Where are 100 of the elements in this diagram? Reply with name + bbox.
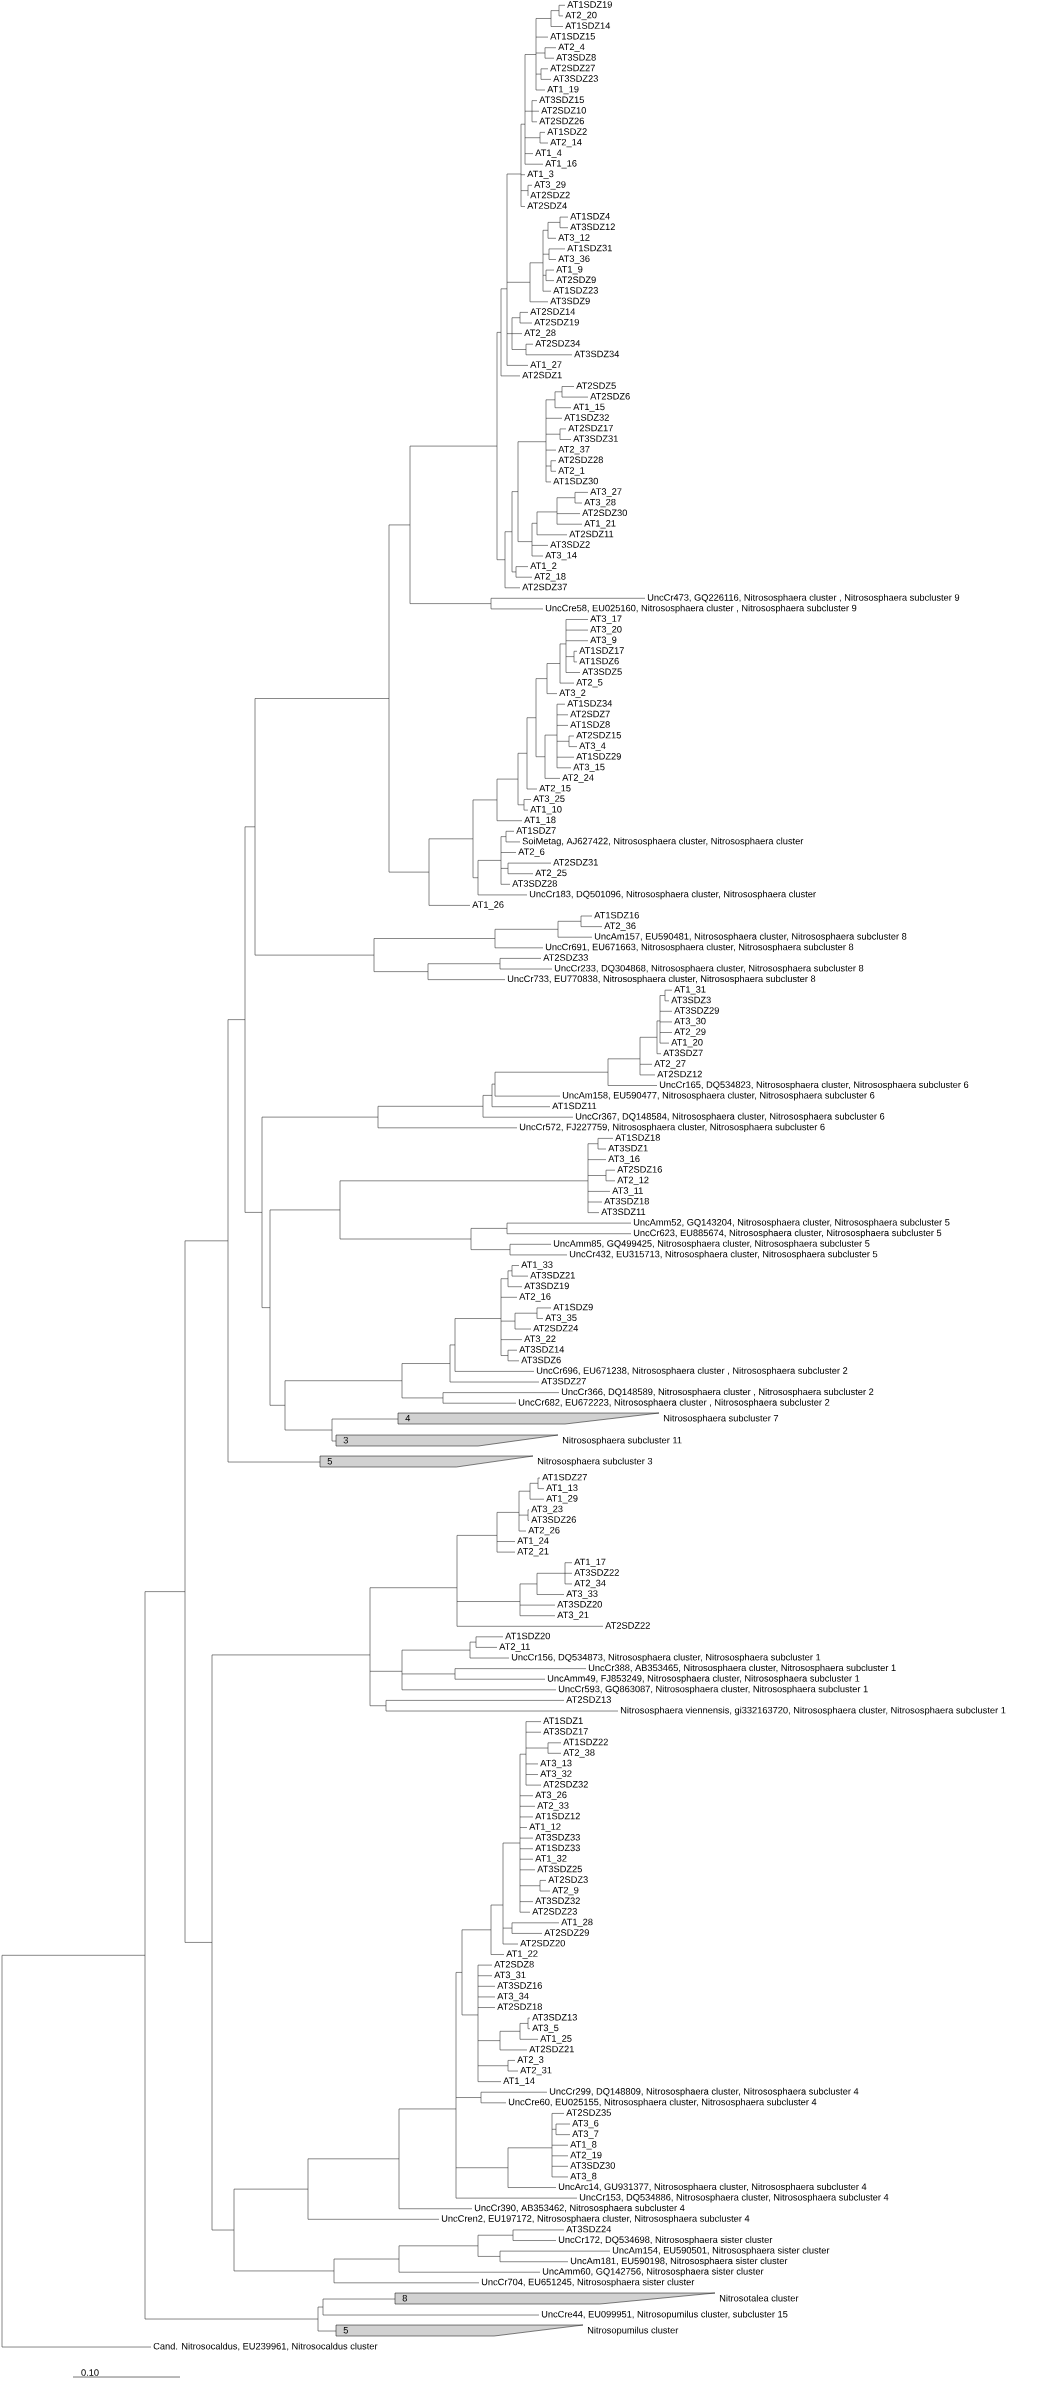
taxon-label: UncCre44, EU099951, Nitrosopumilus cluster, subcluster 15 xyxy=(541,2310,788,2320)
taxon-label: AT2SDZ9 xyxy=(556,276,596,284)
taxon-label: AT2_37 xyxy=(558,446,590,455)
taxon-label: AT1SDZ2 xyxy=(547,128,587,135)
taxon-label: UncCr366, DQ148589, Nitrososphaera cluster , Nitrososphaera subcluster 2 xyxy=(561,1388,874,1397)
taxon-label: AT2SDZ21 xyxy=(529,2045,574,2053)
taxon-label: UncCr473, GQ226116, Nitrososphaera cluster , Nitrososphaera subcluster 9 xyxy=(647,593,960,603)
taxon-label: AT2SDZ19 xyxy=(534,318,579,326)
taxon-label: AT2SDZ24 xyxy=(533,1324,579,1332)
taxon-label: UncAmm49, FJ853249, Nitrososphaera cluster, Nitrososphaera subcluster 1 xyxy=(547,1674,860,1684)
taxon-label: AT2SDZ11 xyxy=(569,530,614,538)
taxon-label: UncCr733, EU770838, Nitrososphaera cluster, Nitrososphaera subcluster 8 xyxy=(507,975,816,984)
taxon-label: AT2SDZ15 xyxy=(576,731,621,739)
taxon-label: AT1_16 xyxy=(545,160,577,169)
taxon-label: UncCr183, DQ501096, Nitrososphaera cluster, Nitrososphaera cluster xyxy=(529,890,816,900)
taxon-label: AT3SDZ33 xyxy=(535,1834,580,1841)
taxon-label: AT3SDZ11 xyxy=(601,1208,646,1216)
taxon-label: AT1_14 xyxy=(503,2077,535,2086)
taxon-label: UncCr593, GQ863087, Nitrososphaera cluster, Nitrososphaera subcluster 1 xyxy=(558,1685,868,1695)
taxon-label: AT3SDZ2 xyxy=(550,541,590,548)
taxon-label: AT2SDZ10 xyxy=(541,107,586,114)
taxon-label: AT1SDZ12 xyxy=(535,1812,580,1820)
taxon-label: AT1SDZ16 xyxy=(594,911,639,919)
taxon-label: AT2SDZ5 xyxy=(576,382,616,389)
taxon-label: AT1SDZ22 xyxy=(563,1738,608,1746)
taxon-label: UncCr153, DQ534886, Nitrososphaera cluster, Nitrososphaera subcluster 4 xyxy=(579,2193,889,2203)
taxon-label: UncCr704, EU651245, Nitrososphaera sister cluster xyxy=(481,2278,695,2288)
taxon-label: Nitrosopumilus cluster xyxy=(587,2326,679,2336)
taxon-label: AT2_12 xyxy=(617,1176,649,1185)
taxon-label: AT3_21 xyxy=(557,1611,589,1620)
taxon-label: AT1SDZ1 xyxy=(543,1717,583,1725)
taxon-label: AT3_14 xyxy=(545,551,577,561)
taxon-label: AT3SDZ8 xyxy=(556,54,596,61)
taxon-label: AT3_13 xyxy=(540,1759,572,1769)
taxon-label: AT2SDZ22 xyxy=(605,1622,650,1629)
taxon-label: AT3SDZ30 xyxy=(570,2162,615,2169)
taxon-label: AT2_14 xyxy=(550,138,582,148)
taxon-label: AT3SDZ9 xyxy=(550,297,590,305)
taxon-label: AT1_31 xyxy=(674,986,706,995)
taxon-label: AT3_9 xyxy=(590,636,617,645)
taxon-label: AT1_3 xyxy=(527,170,554,179)
taxon-label: AT3SDZ7 xyxy=(663,1049,703,1057)
taxon-label: UncCr572, FJ227759, Nitrososphaera cluster, Nitrososphaera subcluster 6 xyxy=(519,1123,825,1133)
taxon-label: Nitrososphaera subcluster 7 xyxy=(663,1414,779,1424)
collapsed-clade: 5 xyxy=(335,2324,584,2337)
taxon-label: AT2_15 xyxy=(539,784,571,794)
taxon-label: AT2SDZ30 xyxy=(582,509,627,517)
collapsed-clade: 4 xyxy=(397,1412,660,1425)
taxon-label: AT1_26 xyxy=(472,901,504,910)
taxon-label: AT1SDZ31 xyxy=(567,244,612,252)
taxon-label: AT3_26 xyxy=(535,1791,567,1800)
taxon-label: UncCr388, AB353465, Nitrososphaera cluster, Nitrososphaera subcluster 1 xyxy=(588,1664,896,1673)
taxon-label: AT2SDZ8 xyxy=(494,1961,534,1968)
taxon-label: AT2SDZ13 xyxy=(566,1696,611,1703)
taxon-label: AT3SDZ20 xyxy=(557,1601,602,1608)
taxon-label: AT2SDZ29 xyxy=(544,1929,589,1936)
taxon-label: AT2SDZ20 xyxy=(520,1939,565,1947)
taxon-label: SoiMetag, AJ627422, Nitrososphaera cluster, Nitrososphaera cluster xyxy=(522,837,804,847)
taxon-label: AT2SDZ12 xyxy=(657,1070,702,1078)
taxon-label: AT1SDZ19 xyxy=(567,1,612,8)
taxon-label: UncCre58, EU025160, Nitrososphaera cluster , Nitrososphaera subcluster 9 xyxy=(545,604,857,614)
taxon-label: AT3_17 xyxy=(590,615,622,624)
taxon-label: AT2_20 xyxy=(565,11,597,21)
taxon-label: AT3SDZ31 xyxy=(573,435,618,442)
taxon-label: AT2_5 xyxy=(576,679,603,688)
taxon-label: AT3_35 xyxy=(545,1314,577,1323)
taxon-label: AT1SDZ4 xyxy=(570,213,610,220)
taxon-label: AT2_26 xyxy=(528,1526,560,1536)
taxon-label: AT1SDZ32 xyxy=(564,414,609,421)
collapsed-clade: 3 xyxy=(335,1434,559,1447)
taxon-label: UncAm158, EU590477, Nitrososphaera cluster, Nitrososphaera subcluster 6 xyxy=(562,1091,875,1101)
taxon-label: AT2SDZ32 xyxy=(543,1781,588,1788)
taxon-label: AT3SDZ15 xyxy=(539,96,584,104)
taxon-label: AT1_8 xyxy=(570,2141,597,2150)
taxon-label: AT1_10 xyxy=(530,806,562,815)
collapsed-clade: 8 xyxy=(394,2292,716,2305)
taxon-label: AT2SDZ28 xyxy=(558,456,603,464)
taxon-label: AT1SDZ14 xyxy=(565,22,611,29)
taxon-label: AT2SDZ34 xyxy=(535,340,581,347)
taxon-label: AT1SDZ20 xyxy=(505,1632,550,1640)
taxon-label: AT1SDZ29 xyxy=(576,753,621,760)
taxon-label: AT3SDZ19 xyxy=(524,1282,569,1290)
taxon-label: AT3_34 xyxy=(497,1992,529,2002)
taxon-label: AT3SDZ29 xyxy=(674,1007,719,1014)
taxon-label: AT3SDZ3 xyxy=(671,996,711,1004)
taxon-label: AT3_23 xyxy=(531,1505,563,1514)
taxon-label: AT2_33 xyxy=(537,1802,569,1811)
taxon-label: AT3_16 xyxy=(608,1155,640,1164)
taxon-label: AT3SDZ1 xyxy=(608,1144,648,1152)
taxon-label: AT2_34 xyxy=(574,1579,606,1589)
taxon-label: AT3_32 xyxy=(540,1770,572,1779)
taxon-label: AT2_19 xyxy=(570,2151,602,2160)
taxon-label: AT1SDZ7 xyxy=(516,827,556,834)
taxon-label: UncAm157, EU590481, Nitrososphaera cluster, Nitrososphaera subcluster 8 xyxy=(594,932,907,942)
taxon-label: AT1_20 xyxy=(671,1039,703,1048)
taxon-label: AT1SDZ34 xyxy=(567,700,613,707)
taxon-label: Nitrososphaera subcluster 3 xyxy=(537,1457,653,1467)
taxon-label: AT3SDZ17 xyxy=(543,1728,588,1735)
taxon-label: AT2SDZ18 xyxy=(497,2003,542,2010)
taxon-label: AT1_25 xyxy=(540,2035,572,2044)
